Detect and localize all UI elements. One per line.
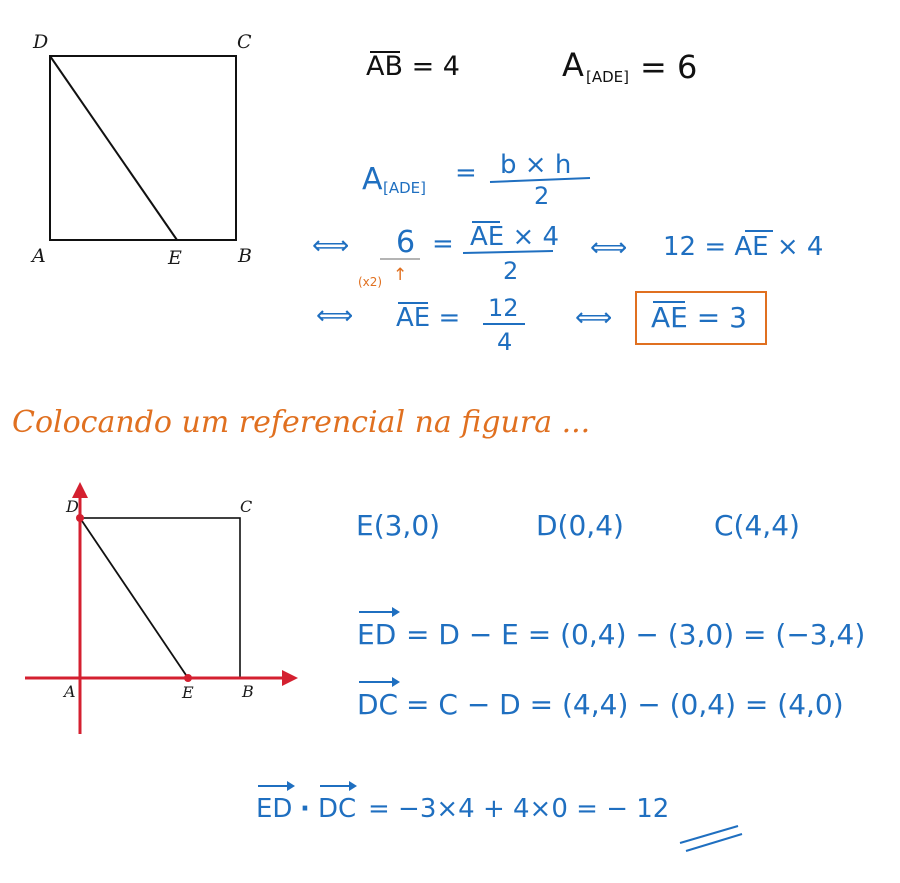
square-abcd-axes [79, 517, 241, 679]
step2-denominator: 4 [497, 328, 512, 356]
formula-numerator: b × h [500, 150, 571, 180]
step1-rhs-fraction-bar [462, 250, 554, 254]
point-coordinates: E(3,0) D(0,4) C(4,4) [356, 509, 800, 542]
dot-ed-name: ED [256, 794, 292, 824]
vector-ed-name: ED [357, 618, 396, 651]
square-figure-1: D C A E B [30, 31, 252, 269]
step2-answer: AE = 3 [651, 301, 747, 334]
vector-dc-expression: = C − D = (4,4) − (0,4) = (4,0) [406, 688, 844, 721]
label-c: C [237, 31, 252, 53]
area-formula: A [ADE] = b × h 2 [362, 150, 591, 210]
label-e: E [167, 247, 182, 269]
step1-result: 12 = AE × 4 [663, 232, 823, 262]
section-heading: Colocando um referencial na figura ... [12, 405, 590, 440]
vector-dc: DC = C − D = (4,4) − (0,4) = (4,0) [357, 677, 844, 721]
dot-dc-name: DC [318, 794, 356, 824]
segment-de-axes [79, 517, 189, 679]
step1-iff-2: ⟺ [590, 233, 627, 263]
vector-ed-expression: = D − E = (0,4) − (3,0) = (−3,4) [406, 618, 865, 651]
dot-dc-arrow-head [349, 781, 357, 791]
given-ab: AB = 4 [366, 51, 460, 82]
formula-eq: = [455, 158, 477, 188]
step2-numerator: 12 [488, 294, 519, 322]
label-d: D [32, 31, 48, 53]
step1-note-arrow: ↑ [393, 265, 407, 285]
dot-expression: = −3×4 + 4×0 = − 12 [368, 794, 669, 824]
point-e-marker [184, 674, 192, 682]
step-2: ⟺ AE = 12 4 ⟺ AE = 3 [316, 291, 767, 356]
point-d-marker [76, 514, 84, 522]
step2-iff-1: ⟺ [316, 301, 353, 331]
label-b-axes: B [241, 682, 254, 701]
formula-denominator: 2 [534, 182, 549, 210]
point-e: E(3,0) [356, 509, 440, 542]
vector-dc-name: DC [357, 688, 398, 721]
point-c: C(4,4) [714, 509, 800, 542]
step1-note-times-two: (x2) [358, 275, 382, 289]
vector-dc-arrow-head [392, 677, 400, 687]
step1-eq: = [432, 229, 454, 259]
label-d-axes: D [65, 497, 79, 516]
label-e-axes: E [181, 683, 194, 702]
label-c-axes: C [240, 497, 252, 516]
given-area-label: A [562, 46, 584, 84]
vector-ed-arrow-head [392, 607, 400, 617]
dot-operator: · [300, 794, 310, 824]
segment-de [49, 55, 178, 241]
dot-ed-arrow-head [287, 781, 295, 791]
step1-rhs-numerator: AE × 4 [470, 222, 559, 252]
formula-area-label: A [362, 162, 383, 197]
label-a-axes: A [62, 682, 76, 701]
formula-area-sub: [ADE] [383, 179, 426, 197]
answer-box [635, 291, 767, 345]
final-underline-1 [679, 825, 739, 844]
step1-iff-1: ⟺ [312, 231, 349, 261]
vector-ed: ED = D − E = (0,4) − (3,0) = (−3,4) [357, 607, 865, 651]
y-axis-arrowhead [72, 482, 88, 498]
dot-product: ED · DC = −3×4 + 4×0 = − 12 [256, 781, 743, 852]
square-abcd [49, 55, 237, 241]
given-area-value: = 6 [640, 48, 697, 86]
step1-rhs-denominator: 2 [503, 257, 518, 285]
label-a: A [30, 245, 46, 267]
step-1: ⟺ 6 (x2) ↑ = AE × 4 2 ⟺ 12 = AE × 4 [312, 221, 823, 289]
step1-lhs-numerator: 6 [396, 225, 415, 260]
given-data: AB = 4 A [ADE] = 6 [366, 46, 697, 86]
final-underline-2 [685, 833, 743, 852]
x-axis-arrowhead [282, 670, 298, 686]
step2-iff-2: ⟺ [575, 303, 612, 333]
point-d: D(0,4) [536, 509, 624, 542]
square-figure-2: D C A E B [25, 482, 298, 734]
step2-lhs: AE = [396, 303, 460, 333]
label-b: B [237, 245, 252, 267]
given-area-sub: [ADE] [586, 68, 629, 86]
formula-fraction-bar [489, 177, 591, 183]
